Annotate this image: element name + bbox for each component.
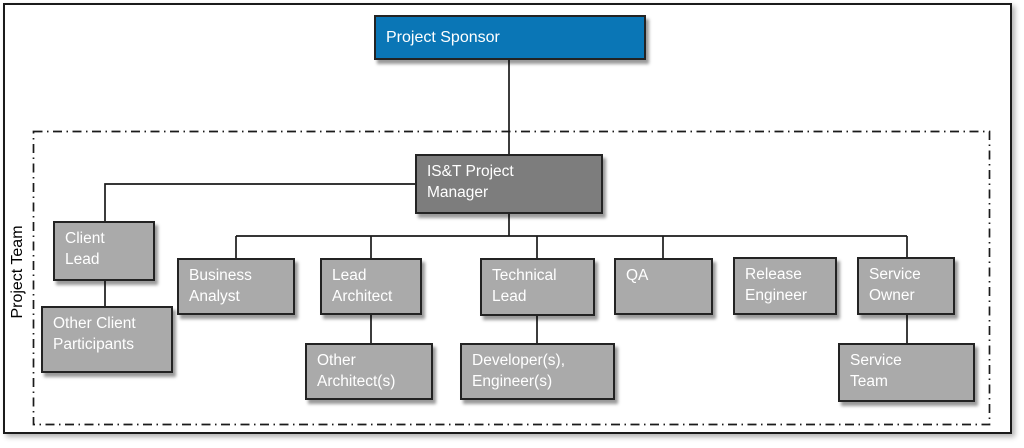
node-service-team: Service Team: [838, 343, 975, 402]
node-project-sponsor: Project Sponsor: [374, 15, 646, 60]
node-client-lead: Client Lead: [53, 221, 155, 281]
node-lead-architect: Lead Architect: [320, 258, 422, 315]
node-ist-project-manager: IS&T Project Manager: [415, 154, 603, 214]
node-business-analyst: Business Analyst: [177, 258, 295, 315]
node-release-engineer: Release Engineer: [733, 257, 837, 315]
node-qa: QA: [614, 258, 713, 315]
node-technical-lead: Technical Lead: [480, 258, 595, 316]
node-developers-engineers: Developer(s), Engineer(s): [460, 343, 615, 400]
outer-frame: [3, 3, 1012, 434]
project-team-group-label: Project Team: [9, 225, 26, 319]
connector-manager-client-lead: [104, 183, 415, 221]
node-other-client-participants: Other Client Participants: [41, 306, 173, 373]
node-service-owner: Service Owner: [857, 257, 955, 315]
node-other-architects: Other Architect(s): [305, 343, 433, 400]
